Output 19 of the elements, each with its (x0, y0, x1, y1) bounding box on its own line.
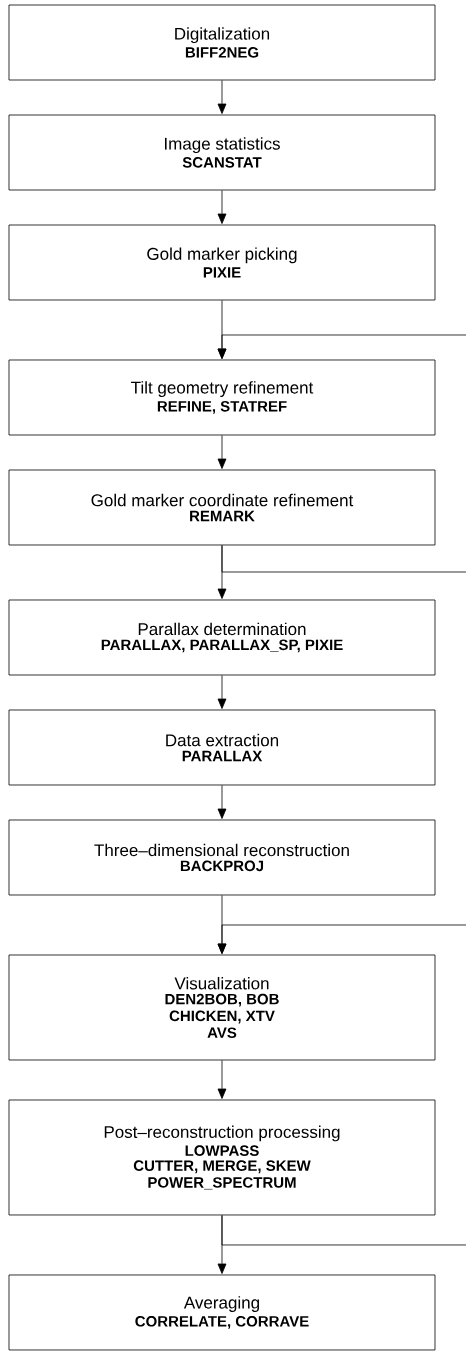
process-box: Tilt geometry refinement REFINE, STATREF (8, 359, 436, 436)
arrow (217, 924, 467, 954)
arrow (217, 435, 227, 469)
process-box: Gold marker picking PIXIE (8, 224, 436, 301)
arrow (217, 785, 227, 819)
arrow (217, 80, 227, 114)
process-box: Image statistics SCANSTAT (8, 114, 436, 191)
arrow (217, 1060, 227, 1099)
process-box: Data extraction PARALLAX (8, 709, 436, 786)
process-box: Post–reconstruction processing LOWPASS CUTTER, MERGE, SKEW POWER_SPECTRUM (8, 1099, 436, 1216)
process-box: Visualization DEN2BOB, BOB CHICKEN, XTV AVS (8, 954, 436, 1061)
process-box: Gold marker coordinate refinement REMARK (8, 469, 436, 546)
arrow (217, 190, 227, 224)
arrow (217, 334, 467, 359)
arrow (217, 675, 227, 709)
process-box: Parallax determination PARALLAX, PARALLAX_SP, PIXIE (8, 599, 436, 676)
process-box: Digitalization BIFF2NEG (8, 4, 436, 81)
process-box: Averaging CORRELATE, CORRAVE (8, 1274, 436, 1351)
process-box: Three–dimensional reconstruction BACKPROJ (8, 819, 436, 896)
